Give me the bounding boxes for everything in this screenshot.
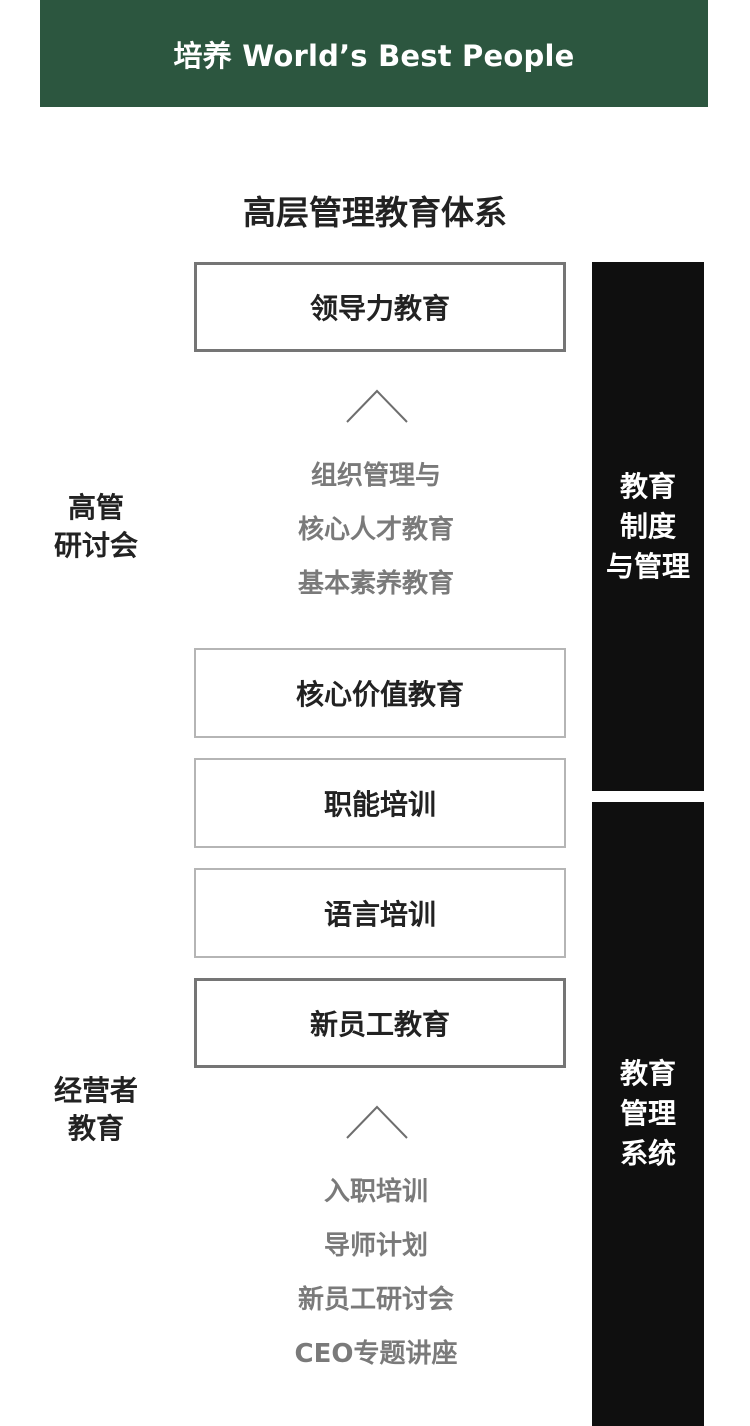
header-banner: 培养 World’s Best People — [40, 0, 708, 107]
rail-line: 教育 — [619, 469, 676, 503]
upper-sub-list: 组织管理与 核心人才教育 基本素养教育 — [194, 449, 566, 611]
box-label: 领导力教育 — [309, 292, 450, 325]
rail-line: 系统 — [619, 1137, 676, 1170]
lower-sub-list: 入职培训 导师计划 新员工研讨会 CEO专题讲座 — [194, 1165, 566, 1381]
box-leadership-education: 领导力教育 — [194, 262, 566, 352]
chevron-up-icon — [346, 1105, 408, 1139]
sub-item: CEO专题讲座 — [294, 1339, 458, 1369]
box-label: 语言培训 — [323, 898, 436, 931]
box-language-training: 语言培训 — [194, 868, 566, 958]
rail-education-management-system: 教育 管理 系统 — [592, 802, 704, 1426]
sub-item: 入职培训 — [323, 1177, 428, 1207]
left-label-line: 高管 — [67, 491, 124, 524]
sub-item: 新员工研讨会 — [297, 1285, 454, 1315]
left-label-line: 研讨会 — [53, 529, 138, 562]
rail-education-system-management: 教育 制度 与管理 — [592, 262, 704, 791]
rail-line: 与管理 — [605, 549, 690, 583]
left-label-line: 教育 — [67, 1112, 124, 1145]
left-label-line: 经营者 — [53, 1074, 138, 1107]
sub-item: 基本素养教育 — [297, 569, 454, 599]
chevron-up-icon — [346, 389, 408, 423]
rail-line: 管理 — [619, 1097, 676, 1130]
rail-line: 教育 — [619, 1057, 676, 1090]
box-label: 核心价值教育 — [295, 678, 464, 711]
left-label-manager-education: 经营者 教育 — [40, 1072, 152, 1148]
box-core-values-education: 核心价值教育 — [194, 648, 566, 738]
box-new-employee-education: 新员工教育 — [194, 978, 566, 1068]
rail-line: 制度 — [619, 509, 676, 543]
banner-title: 培养 World’s Best People — [173, 38, 575, 73]
left-label-executive-seminar: 高管 研讨会 — [40, 489, 152, 565]
box-label: 职能培训 — [323, 788, 436, 821]
box-functional-training: 职能培训 — [194, 758, 566, 848]
sub-item: 组织管理与 — [310, 461, 441, 491]
sub-item: 核心人才教育 — [297, 515, 454, 545]
box-label: 新员工教育 — [309, 1008, 450, 1041]
sub-item: 导师计划 — [323, 1231, 428, 1261]
diagram-title: 高层管理教育体系 — [243, 193, 507, 232]
